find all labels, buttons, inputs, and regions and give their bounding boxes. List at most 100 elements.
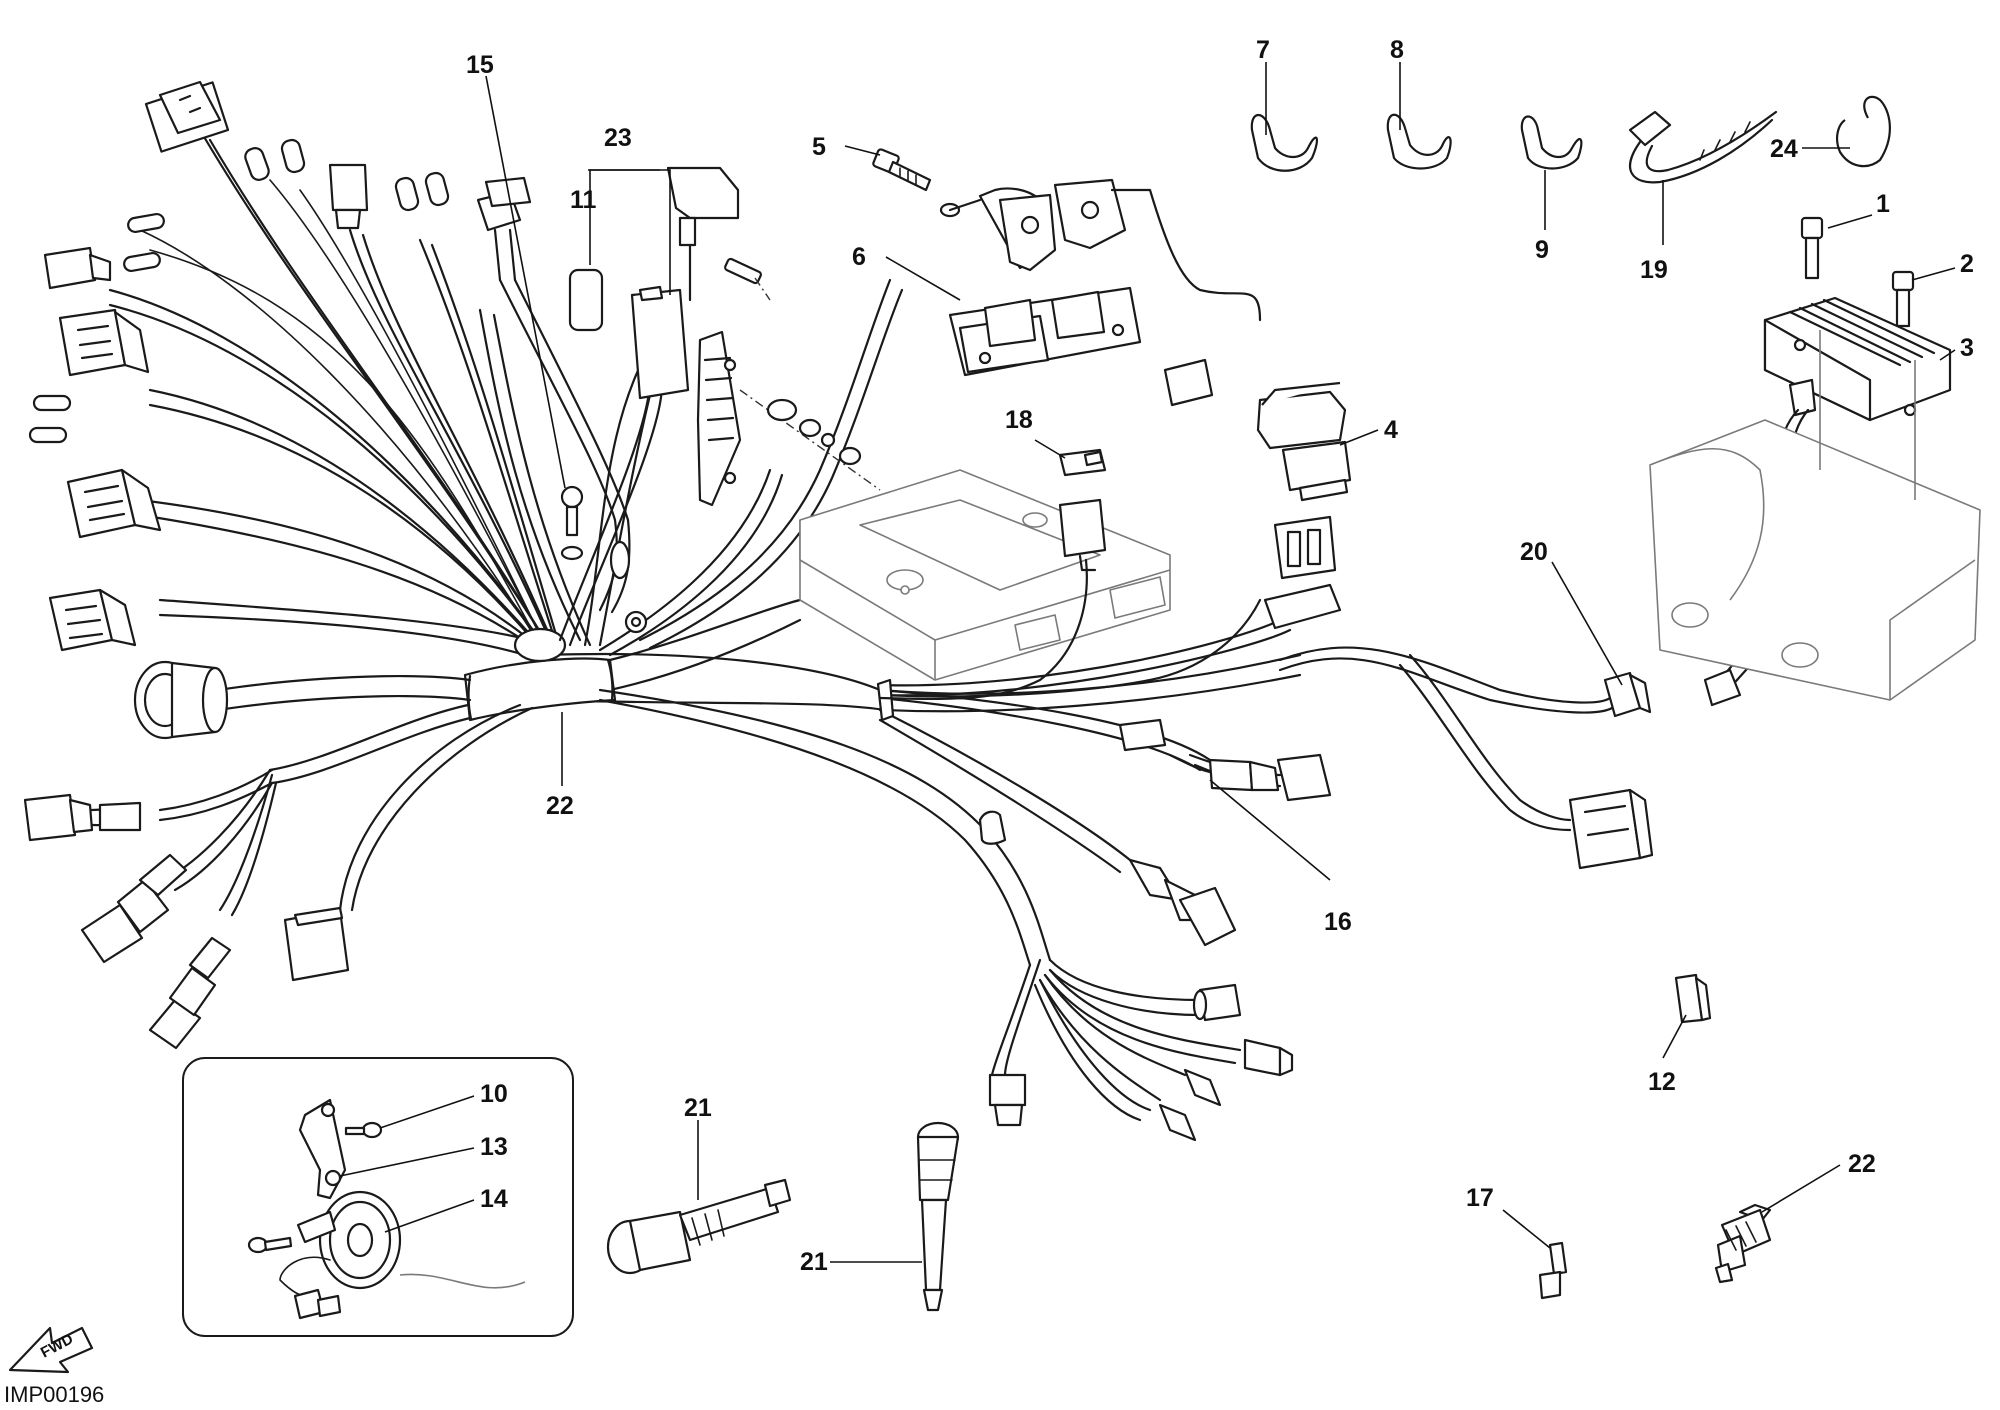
callout-18: 18 xyxy=(1005,406,1033,434)
screw-2 xyxy=(1891,270,1915,328)
connector-lower-middle-1 xyxy=(1128,858,1237,947)
battery-housing xyxy=(1649,330,1981,701)
callout-24: 23 xyxy=(604,124,632,152)
terminal-pin xyxy=(424,171,450,207)
fuse-holder-clip xyxy=(1263,583,1342,630)
screw-15-head xyxy=(560,485,584,509)
clip-7 xyxy=(1250,113,1318,172)
horn-bracket-13 xyxy=(298,1098,347,1200)
terminal-pin xyxy=(32,394,72,412)
screw-10 xyxy=(344,1121,383,1139)
harness-clip xyxy=(876,678,895,722)
rail-hole xyxy=(723,471,737,485)
callout-22: 22 xyxy=(546,792,574,820)
connector-plug-2 xyxy=(80,853,188,964)
relay-connector xyxy=(878,498,1107,700)
clip-9 xyxy=(1520,115,1583,170)
upper-middle-branch-wires xyxy=(478,278,904,657)
connector-lower-middle-4 xyxy=(1158,1068,1222,1142)
harness-sleeve-22 xyxy=(463,657,617,722)
callout-17: 17 xyxy=(1466,1184,1494,1212)
left-branch-wires xyxy=(108,128,562,722)
connector-square-3 xyxy=(48,588,137,652)
rail-hole xyxy=(723,358,737,372)
callout-11: 11 xyxy=(570,186,597,214)
fuse-box-4 xyxy=(1256,381,1352,580)
connector-large-right xyxy=(1568,788,1654,870)
terminal-pin xyxy=(28,426,68,444)
spark-plug-23 xyxy=(1714,1203,1772,1284)
callout-25: 24 xyxy=(1770,135,1798,163)
callout-19: 19 xyxy=(1640,256,1668,284)
lower-middle-branch-wires xyxy=(598,688,1242,1122)
ring-terminal-hole xyxy=(630,616,642,628)
clip-8 xyxy=(1386,113,1452,170)
callout-2: 2 xyxy=(1960,250,1974,278)
connector-lower-middle-2 xyxy=(1192,983,1242,1022)
harness-junction xyxy=(513,627,567,663)
connector-lower-middle-3 xyxy=(1243,1038,1294,1077)
connector-20 xyxy=(1603,671,1652,718)
connector-square-2 xyxy=(66,468,162,539)
callout-15: 15 xyxy=(466,51,494,79)
callout-12: 12 xyxy=(1648,1068,1676,1096)
horn-14 xyxy=(247,1190,402,1290)
mount-bolt xyxy=(724,257,762,285)
screw-15-shank xyxy=(565,505,579,537)
connector-plug-3 xyxy=(148,936,232,1050)
callout-21-bottom: 21 xyxy=(800,1248,828,1276)
connector-plug-1 xyxy=(23,793,142,842)
connector-square-1 xyxy=(58,308,150,377)
bottom-left-branch-wires xyxy=(158,703,534,917)
ecu-connector-6 xyxy=(948,178,1262,377)
harness-sleeve xyxy=(978,810,1007,845)
callout-16: 16 xyxy=(1324,908,1352,936)
grommet-set xyxy=(739,389,881,491)
connector-small xyxy=(328,163,369,212)
connector-round xyxy=(133,660,229,740)
callout-13: 13 xyxy=(480,1133,508,1161)
callout-6: 6 xyxy=(852,243,866,271)
callout-8: 8 xyxy=(1390,36,1404,64)
terminal-pin xyxy=(394,176,420,212)
horn-inset-panel xyxy=(182,1057,574,1337)
callout-9: 9 xyxy=(1535,236,1549,264)
figure-code: IMP00196 xyxy=(4,1382,104,1407)
callout-21-top: 21 xyxy=(684,1094,712,1122)
terminal-pin xyxy=(280,138,306,174)
coil-21-left xyxy=(606,1178,792,1275)
leader-lines xyxy=(339,62,1956,1263)
connector-multi-pin-top xyxy=(144,80,230,153)
connector-ecu-side xyxy=(1163,358,1214,407)
sensor-24 xyxy=(666,166,740,220)
bolt-5 xyxy=(872,148,932,192)
screw-1 xyxy=(1800,216,1824,280)
connector-side xyxy=(43,246,97,290)
callout-3: 3 xyxy=(1960,334,1974,362)
relay-box xyxy=(630,288,690,400)
callout-20: 20 xyxy=(1520,538,1548,566)
connector-12 xyxy=(1674,973,1712,1024)
coil-21-right xyxy=(916,1121,960,1312)
left-connectors xyxy=(23,80,450,1050)
callout-5: 5 xyxy=(812,133,826,161)
forward-arrow-icon: FWD xyxy=(8,1326,94,1374)
sensor-body xyxy=(609,540,631,580)
screw-15-washer xyxy=(560,545,584,561)
terminal-17 xyxy=(1538,1241,1568,1300)
ecu-tray xyxy=(799,469,1171,681)
clip-25 xyxy=(1836,95,1891,168)
callout-1: 1 xyxy=(1876,190,1890,218)
connector-lower-middle-5 xyxy=(988,1073,1027,1127)
callout-4: 4 xyxy=(1384,416,1398,444)
rubber-plate-11 xyxy=(568,268,604,332)
terminal-pin xyxy=(123,251,161,273)
cable-tie-19 xyxy=(1628,110,1778,184)
upper-middle-parts xyxy=(476,166,881,634)
terminal-pin xyxy=(127,212,165,234)
connector-plug-4 xyxy=(283,906,350,982)
terminal-pin xyxy=(244,147,270,181)
callout-7: 7 xyxy=(1256,36,1270,64)
